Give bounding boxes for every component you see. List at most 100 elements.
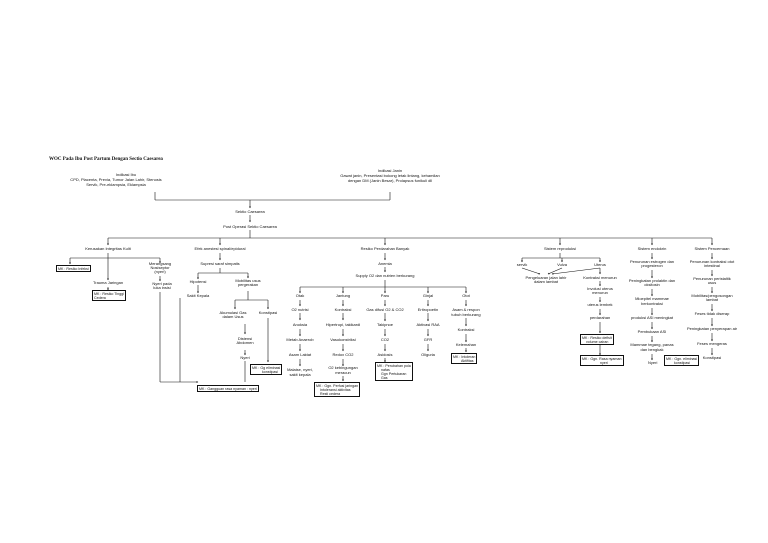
- post-operasi: Post Operasi Sektio Caesarea: [223, 224, 277, 229]
- paru-step: Gas difusi O2 & CO2: [366, 307, 404, 312]
- b6-step: Penurunan kontraksi otot: [689, 259, 735, 264]
- b4-kontraksi: Kontraksi menurun: [583, 275, 617, 280]
- b3-box-nafas-2: nafas: [381, 367, 390, 372]
- indikasi-ibu-label: Indikasi Ibu: [115, 172, 137, 177]
- b5-step: produksi ASI meningkat: [630, 315, 674, 320]
- b3-col-paru: Paru: [380, 293, 390, 298]
- otot-step: Kontraksi: [457, 327, 475, 332]
- b2-box-elim-2: konstipasi: [262, 369, 278, 374]
- paru-step: CO2: [380, 337, 390, 342]
- b4-pengeluaran-2: dalam lambat: [533, 279, 559, 284]
- b6-step: lambat: [705, 297, 719, 302]
- jantung-step: O2 kebingungan: [328, 365, 358, 370]
- b2-box-elim-1: MK : Gg eliminasi: [252, 365, 281, 370]
- indikasi-ibu-text-1: CPD, Placenta, Previa, Tumor Jalan Lahir…: [70, 177, 162, 182]
- otak-step: O2 nutrisi: [291, 307, 309, 312]
- b6-step: Feses tidak diserap: [694, 311, 730, 316]
- b1-box-risk: MK : Resiko Infeksi: [56, 265, 91, 273]
- connector: [551, 267, 601, 275]
- b3-box-nafas-3: Ggn Pertukaran: [381, 371, 407, 376]
- b1-pain-1: Nyeri pada: [152, 281, 172, 286]
- b3-anemia: Anemia: [378, 261, 392, 266]
- b5-step: Peningkatan prolaktin dan: [628, 278, 676, 283]
- b1-receptor-1: Merangsang: [148, 261, 172, 266]
- b4-box-nyeri: MK : Ggn. Rasa nyaman: nyeri: [580, 355, 625, 367]
- b2-box-elim: MK : Gg eliminasi konstipasi: [250, 364, 283, 376]
- ginjal-step: Oliguria: [421, 352, 435, 357]
- connector: [521, 267, 541, 275]
- b4-serviks: servik: [516, 262, 528, 267]
- b2-head: Efek anestesi spinal/epidural: [194, 246, 246, 251]
- connector: [547, 267, 563, 275]
- b2-hipotensi: Hipotensi: [189, 279, 207, 284]
- b3-box-perfusi-1: MK : Ggn. Perfusi jaringan: [316, 383, 359, 388]
- jantung-step: Vasokonstriksi: [330, 337, 356, 342]
- b3-box-aktivitas: MK : Intoleran Aktifitas: [451, 353, 478, 365]
- b3-box-nafas-4: Gas: [381, 375, 388, 380]
- b4-uterus: Uterus: [594, 262, 606, 267]
- b3-box-perfusi: MK : Ggn. Perfusi jaringan Intoleransi a…: [314, 382, 361, 398]
- b3-col-otak: Otak: [295, 293, 305, 298]
- indikasi-janin-text-1: Gawat janin, Presentasi bokong letak lin…: [340, 173, 440, 178]
- b3-box-nafas-1: MK : Perubahan pola: [377, 363, 411, 368]
- b4-perdarahan: perdarahan: [589, 315, 611, 320]
- indikasi-ibu-text-2: Servik, Pre-eklampsia, Eklampsia: [86, 182, 146, 187]
- otak-step: Malaise, nyeri,: [287, 367, 313, 372]
- b2-akumulasi-1: Akumulasi Gas: [219, 310, 247, 315]
- b2-box-comfort: MK : Gangguan rasa nyaman : nyeri: [197, 385, 259, 393]
- b1-pain-2: luka insisi: [153, 285, 171, 290]
- ginjal-step: GFR: [423, 337, 433, 342]
- ginjal-step: Eritropoetin: [417, 307, 439, 312]
- b3-box-aktivitas-2: Aktifitas: [461, 358, 474, 363]
- b5-nyeri: Nyeri: [648, 360, 658, 365]
- b3-box-perfusi-3: Resti cedera: [320, 391, 341, 396]
- b5-step: dan bengkak: [640, 347, 664, 352]
- b5-step: Penurunan estrogen dan: [629, 259, 675, 264]
- b5-step: progesteron: [641, 263, 663, 268]
- b6-head: Sistem Pencernaan: [694, 246, 730, 251]
- b2-distensi-1: Distensi: [237, 336, 253, 341]
- b5-step: Pembukaan ASI: [637, 329, 667, 334]
- b3-box-aktivitas-1: MK : Intoleran: [453, 354, 476, 359]
- jantung-step: Redox CO2: [332, 352, 354, 357]
- b3-col-otot: Otot: [462, 293, 470, 298]
- b4-atoni: uterus lembek: [587, 302, 613, 307]
- b3-box-nafas: MK : Perubahan pola nafas Ggn Pertukaran…: [375, 362, 413, 382]
- b4-box-nyeri-1: MK : Ggn. Rasa nyaman:: [582, 356, 623, 361]
- b6-step: Peningkatan penyerapan air: [686, 326, 738, 331]
- b2-mobilitas-2: pergerakan: [237, 282, 259, 287]
- b2-distensi-2: Abdomen: [236, 340, 254, 345]
- b2-supresi: Supresi saraf simpatis: [200, 261, 240, 266]
- b6-step: Konstipasi: [702, 355, 722, 360]
- b5-head: Sistem endokrin: [637, 246, 667, 251]
- b1-box-injury: MK : Resiko Tinggi Cedera: [92, 290, 126, 302]
- indikasi-janin-label: Indikasi Janin: [377, 168, 403, 173]
- b4-box-volume: MK : Resiko defisit volume cairan: [580, 334, 614, 346]
- b3-col-jantung: Jantung: [335, 293, 351, 298]
- b1-trauma: Trauma Jaringan: [92, 280, 124, 285]
- otot-step: Kelemahan: [455, 342, 477, 347]
- b6-step: usus: [707, 280, 717, 285]
- b2-akumulasi-2: dalam Usus: [222, 314, 244, 319]
- b5-step: oksitosin: [644, 282, 660, 287]
- b5-box: MK : Ggn. eliminasi konstipasi: [664, 355, 700, 367]
- b3-supply: Supply O2 dan nutrien berkurang: [355, 273, 415, 278]
- paru-step: Asidosis: [377, 352, 393, 357]
- b1-head: Kerusakan Integritas Kulit: [85, 246, 131, 251]
- b3-box-perfusi-2: Intoleransi aktivitas: [320, 387, 351, 392]
- b6-step: Mobilitas/pengosongan: [691, 293, 733, 298]
- b2-sakit-kepala: Sakit Kepala: [186, 293, 210, 298]
- b3-col-ginjal: Ginjal: [422, 293, 434, 298]
- jantung-step: Kontraksi: [334, 307, 352, 312]
- b4-head: Sistem reproduksi: [543, 246, 577, 251]
- b5-box-2: konstipasi: [674, 360, 690, 365]
- b5-box-1: MK : Ggn. eliminasi: [666, 356, 698, 361]
- b5-step: Mioepitel mammae: [635, 296, 669, 301]
- ginjal-step: Aktivasi RAA: [416, 322, 440, 327]
- b1-receptor-3: (nyeri): [154, 269, 166, 274]
- otak-step: Anoksia: [292, 322, 308, 327]
- indikasi-janin-text-2: dengan DM (Janin Besar), Prolapsus funik…: [347, 178, 433, 183]
- b4-involusi-1: Involusi uterus: [587, 286, 613, 291]
- b2-konstipasi: Konstipasi: [258, 310, 278, 315]
